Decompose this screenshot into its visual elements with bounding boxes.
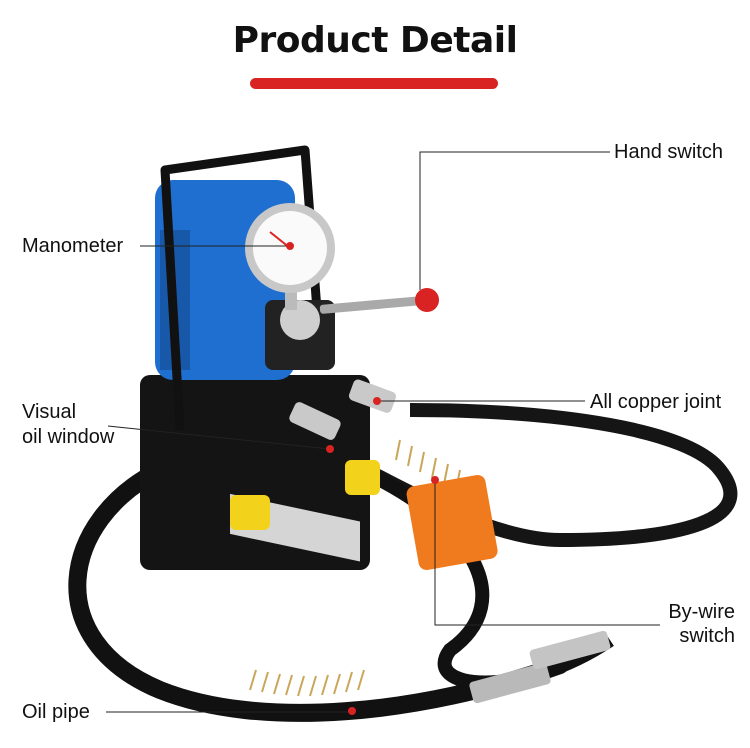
dust-cap	[345, 460, 380, 495]
label-by-wire-switch-2: switch	[679, 625, 735, 647]
label-visual-oil-window-2: oil window	[22, 426, 115, 448]
by-wire-switch-body	[406, 474, 498, 571]
hand-lever	[319, 296, 420, 314]
hose-fitting	[529, 630, 611, 670]
label-all-copper-joint: All copper joint	[590, 391, 722, 413]
leader-lines	[106, 151, 660, 713]
title-underline	[250, 78, 498, 89]
label-hand-switch: Hand switch	[614, 141, 723, 163]
label-by-wire-switch-1: By-wire	[668, 601, 735, 623]
label-oil-pipe: Oil pipe	[22, 701, 90, 723]
oil-pipe-hose	[68, 461, 569, 722]
page-title: Product Detail	[232, 20, 518, 61]
label-manometer: Manometer	[22, 235, 124, 257]
marker-dots	[286, 242, 439, 715]
oil-pipe-hose-2	[326, 403, 738, 548]
label-visual-oil-window-1: Visual	[22, 401, 77, 423]
hose-fitting	[469, 662, 551, 704]
dust-cap	[230, 495, 270, 530]
hand-switch-knob	[415, 288, 439, 312]
